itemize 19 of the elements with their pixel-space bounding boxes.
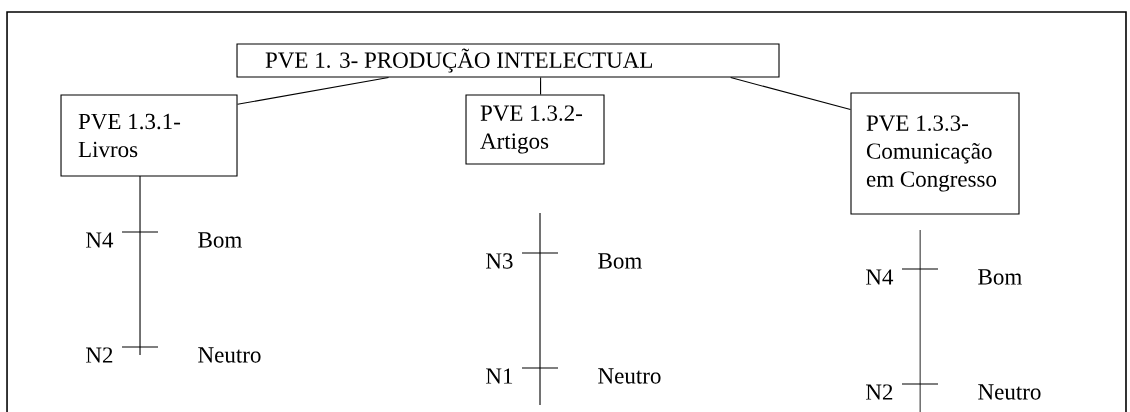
- level-label: N1: [486, 368, 513, 384]
- rating-label: Neutro: [598, 368, 661, 384]
- level-label: N2: [86, 347, 113, 363]
- label-box: PVE 1.3.2- Artigos: [465, 94, 605, 165]
- rating-label: Bom: [198, 232, 242, 248]
- rating-label: Neutro: [198, 347, 261, 363]
- level-label: N4: [866, 269, 894, 285]
- connector-line: [540, 77, 542, 95]
- connector-line: [237, 77, 390, 105]
- label-box: PVE 1.3.3- Comunicação em Congresso: [850, 92, 1020, 215]
- level-label: N2: [866, 384, 893, 400]
- label-box: PVE 1.3.1- Livros: [60, 94, 238, 177]
- rating-label: Bom: [598, 253, 642, 269]
- level-label: N4: [86, 232, 114, 248]
- rating-label: Neutro: [978, 384, 1041, 400]
- label-box: PVE 1. 3- PRODUÇÃO INTELECTUAL: [236, 43, 780, 78]
- rating-label: Bom: [978, 269, 1022, 285]
- connector-line: [730, 77, 851, 111]
- level-label: N3: [486, 253, 513, 269]
